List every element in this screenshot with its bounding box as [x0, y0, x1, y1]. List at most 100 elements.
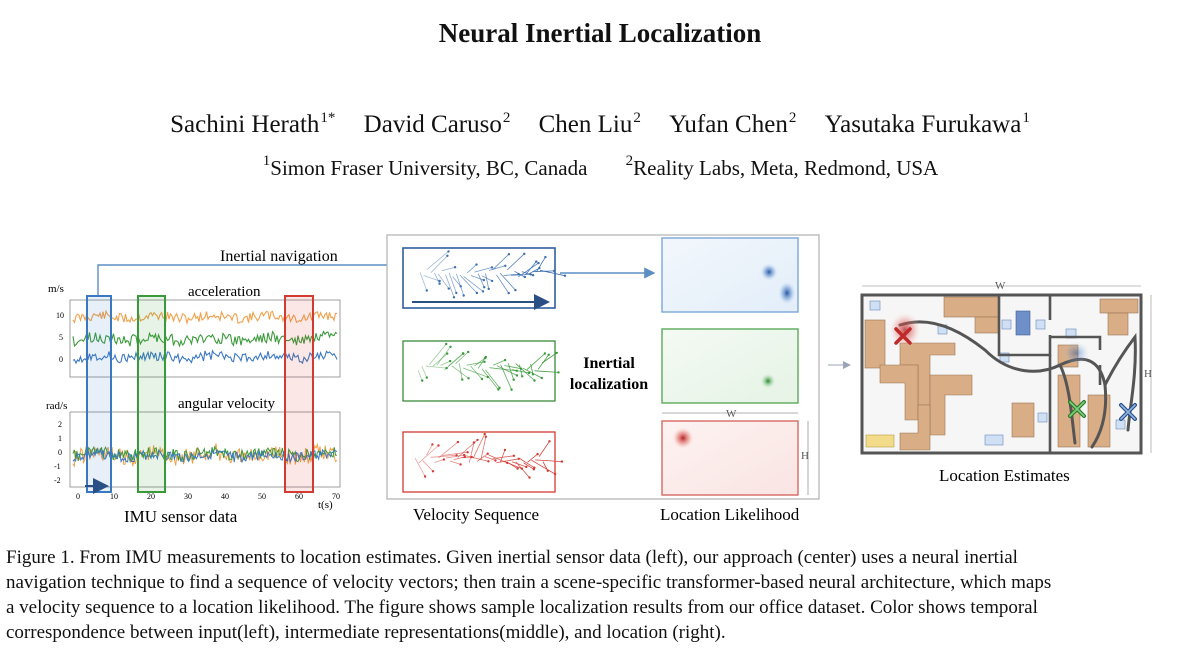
velocity-vector — [493, 359, 506, 366]
floor-plan-height-label: H — [1144, 368, 1152, 380]
velocity-vector — [447, 352, 464, 367]
time-tick: 0 — [76, 492, 80, 501]
velocity-vector-tip — [514, 288, 517, 292]
velocity-vector-tip — [487, 460, 490, 463]
author-name: Chen Liu — [538, 111, 633, 138]
likelihood-map-blue — [661, 237, 799, 313]
velocity-vector — [536, 256, 546, 273]
velocity-vector — [437, 273, 450, 289]
velocity-vector-tip — [503, 448, 507, 452]
inertial-localization-label-2: localization — [570, 376, 648, 393]
velocity-panel-red — [402, 431, 556, 493]
accel-series-green — [72, 330, 338, 348]
velocity-vector — [434, 459, 445, 463]
estimate-glow-red — [889, 312, 921, 348]
inertial-localization-label: Inertial — [583, 355, 635, 372]
gyro-unit: rad/s — [46, 400, 67, 412]
velocity-vector-tip — [425, 289, 428, 292]
velocity-vector — [541, 352, 557, 364]
velocity-vector — [438, 441, 459, 459]
inertial-navigation-arrow: Inertial navigation — [97, 248, 402, 295]
velocity-vector — [492, 253, 510, 270]
velocity-vector — [422, 460, 434, 472]
accel-series-orange — [72, 309, 338, 326]
velocity-vector-tip — [537, 261, 540, 265]
velocity-vector — [461, 456, 472, 459]
author-name: David Caruso — [363, 111, 502, 138]
velocity-vector — [468, 442, 475, 463]
velocity-vector-tip — [563, 274, 567, 277]
affiliation-text: Simon Fraser University, BC, Canada — [270, 156, 588, 180]
velocity-vector-tip — [531, 373, 535, 376]
gyro-ytick: 0 — [58, 448, 62, 457]
velocity-vector-tip — [438, 282, 441, 285]
velocity-vector-tip — [521, 375, 524, 378]
velocity-vector-tip — [476, 438, 479, 442]
velocity-vector — [523, 462, 535, 470]
gyro-plot-frame — [69, 411, 341, 488]
velocity-vector-tip — [467, 377, 470, 380]
velocity-vector-tip — [480, 377, 484, 381]
sofa — [865, 434, 895, 448]
velocity-vector — [445, 274, 455, 298]
velocity-vector-tip — [553, 472, 557, 476]
velocity-vector — [539, 269, 566, 277]
velocity-vector — [477, 356, 487, 369]
velocity-vector — [458, 363, 463, 380]
velocity-vector — [455, 351, 469, 364]
velocity-vector — [499, 272, 516, 291]
time-tick: 50 — [258, 492, 266, 501]
velocity-vector — [428, 343, 447, 366]
chairs — [869, 300, 1126, 446]
velocity-vector — [485, 369, 500, 389]
velocity-vector-tip — [484, 355, 487, 359]
velocity-vector-tip — [540, 376, 543, 380]
velocity-vector — [441, 266, 456, 272]
velocity-vector — [511, 461, 527, 468]
desk — [1099, 298, 1139, 314]
velocity-vector — [515, 461, 530, 478]
time-tick: 40 — [221, 492, 229, 501]
affiliation-mark: 2 — [625, 153, 634, 169]
velocity-vector-tip — [512, 454, 516, 457]
velocity-vector-tip — [544, 255, 547, 259]
chair — [984, 434, 1004, 446]
affiliation: 2Reality Labs, Meta, Redmond, USA — [625, 153, 939, 180]
author-affiliation-mark: 2 — [633, 110, 641, 126]
velocity-vector-tip — [507, 253, 511, 256]
velocity-vector — [538, 441, 550, 457]
velocity-vector — [499, 449, 506, 463]
velocity-vector — [480, 436, 487, 460]
velocity-vector-tip — [472, 441, 476, 444]
velocity-vector — [484, 456, 496, 461]
velocity-vector — [519, 458, 535, 469]
velocity-vector-tip — [446, 352, 449, 355]
velocity-vector — [534, 370, 559, 373]
velocity-vector — [463, 276, 484, 292]
author-name: Yufan Chen — [669, 111, 788, 138]
velocity-vector — [456, 273, 465, 296]
velocity-vector — [421, 366, 428, 378]
velocity-caption: Velocity Sequence — [413, 505, 539, 524]
velocity-vector-tip — [536, 452, 539, 456]
gyro-plot-title: angular velocity — [178, 396, 276, 412]
velocity-vector — [481, 275, 493, 282]
author-name: Sachini Herath — [170, 111, 320, 138]
velocity-vector — [418, 445, 439, 464]
estimate-marker-blue — [1119, 403, 1137, 421]
velocity-vector-tip — [510, 388, 513, 391]
author: Sachini Herath1* — [170, 110, 335, 138]
velocity-vector — [465, 455, 489, 462]
accel-ytick: 10 — [56, 311, 64, 320]
estimate-glow-blue — [1062, 341, 1090, 365]
velocity-vector — [430, 454, 457, 458]
likelihood-peak — [760, 263, 778, 281]
velocity-vector — [528, 267, 540, 275]
author: Yasutaka Furukawa1 — [825, 110, 1030, 138]
velocity-vector-tip — [446, 254, 449, 257]
velocity-vector-tip — [560, 460, 564, 463]
accel-series-blue — [72, 349, 338, 365]
velocity-vector — [496, 274, 510, 294]
velocity-vector — [432, 353, 448, 367]
velocity-vector-tip — [431, 443, 434, 446]
